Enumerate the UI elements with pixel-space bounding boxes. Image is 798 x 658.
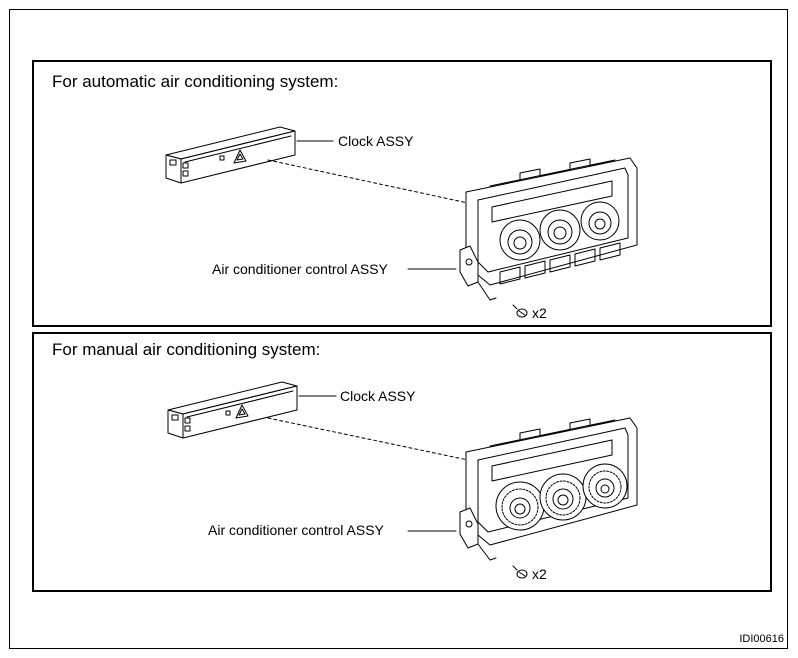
manual-alignment-dash xyxy=(267,417,469,461)
manual-clock-assy-illustration xyxy=(167,381,298,439)
manual-screw-count: x2 xyxy=(532,566,547,582)
auto-clock-assy-label: Clock ASSY xyxy=(338,133,414,149)
figure-id: IDI00616 xyxy=(739,633,784,645)
auto-ac-panel xyxy=(32,60,772,327)
auto-ac-control-illustration xyxy=(459,157,638,301)
auto-alignment-dash xyxy=(267,159,469,204)
manual-ac-panel xyxy=(32,332,772,592)
manual-ac-control-illustration xyxy=(459,417,638,561)
manual-clock-assy-label: Clock ASSY xyxy=(340,388,416,404)
auto-ac-control-assy-label: Air conditioner control ASSY xyxy=(212,261,388,277)
auto-clock-assy-illustration xyxy=(165,126,296,184)
manual-ac-heading: For manual air conditioning system: xyxy=(52,340,321,359)
manual-screw-icon xyxy=(512,565,528,579)
auto-screw-count: x2 xyxy=(532,305,547,321)
figure-frame xyxy=(9,9,788,649)
auto-ac-heading: For automatic air conditioning system: xyxy=(52,72,339,91)
auto-screw-icon xyxy=(512,304,528,318)
manual-ac-control-assy-label: Air conditioner control ASSY xyxy=(208,522,384,538)
